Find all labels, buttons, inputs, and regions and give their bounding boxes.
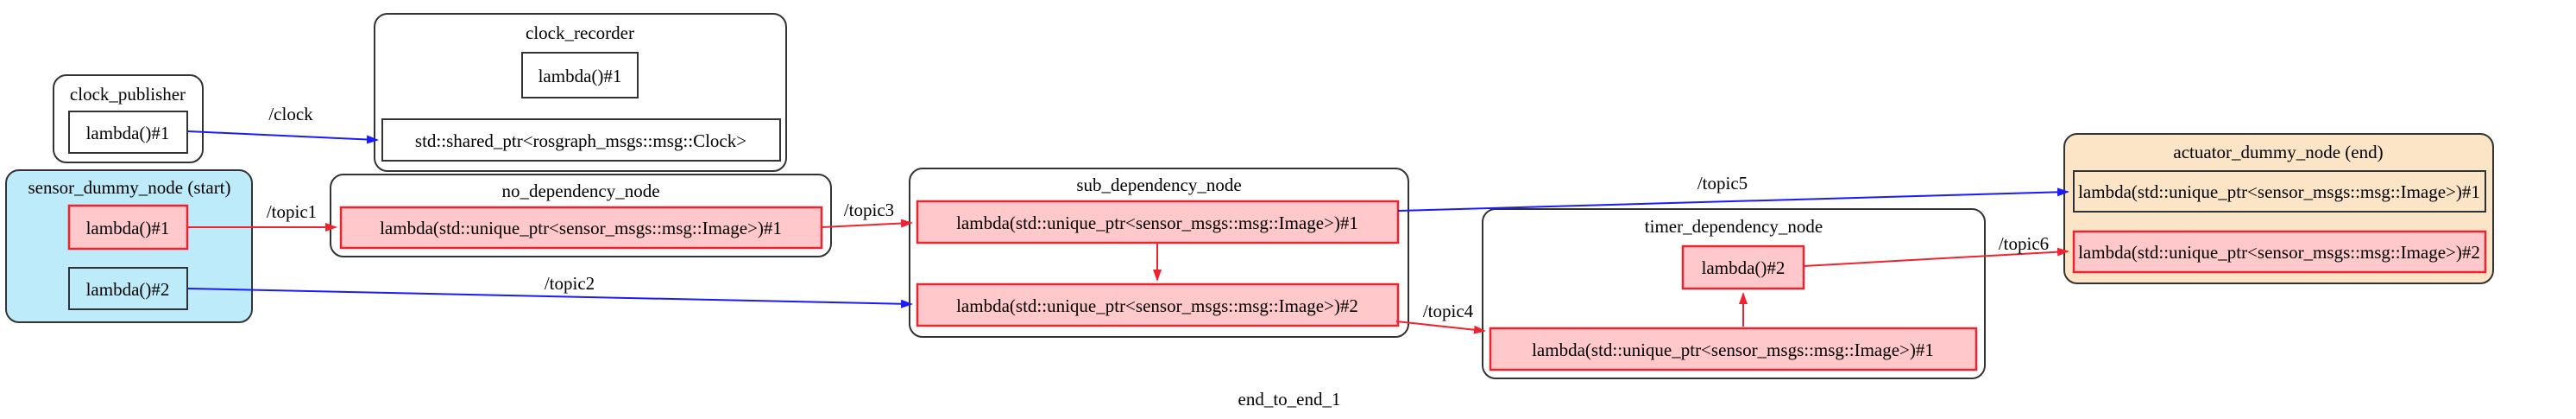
node-no-dependency-node-title: no_dependency_node [501, 181, 659, 201]
callback-label: lambda()#1 [86, 123, 170, 143]
node-sub-dependency-node-title: sub_dependency_node [1076, 175, 1241, 195]
edge-clock: /clock [187, 104, 379, 144]
callback-label: lambda()#1 [539, 66, 622, 86]
edge-topic6-label: /topic6 [1999, 233, 2049, 254]
edge-topic2: /topic2 [187, 273, 913, 308]
edge-topic5-label: /topic5 [1697, 173, 1748, 194]
callback-label: lambda(std::unique_ptr<sensor_msgs::msg:… [380, 218, 782, 238]
callback-box-highlighted [916, 283, 1400, 327]
callback-box [68, 111, 188, 154]
callback-box [68, 267, 188, 310]
edge-topic3-label: /topic3 [844, 200, 894, 220]
edge-clock-line [187, 130, 379, 144]
callback-box [521, 52, 639, 98]
edge-clock-label: /clock [268, 104, 313, 124]
edge-topic2-label: /topic2 [545, 273, 595, 294]
node-clock-recorder: clock_recorder lambda()#1 std::shared_pt… [374, 13, 787, 172]
node-actuator-dummy-node-title: actuator_dummy_node (end) [2173, 142, 2383, 162]
edge-topic5: /topic5 [1397, 173, 2069, 212]
callback-label: lambda(std::unique_ptr<sensor_msgs::msg:… [2078, 242, 2480, 263]
callback-box-highlighted [1681, 244, 1805, 290]
edge-topic3-line [821, 219, 913, 228]
callback-label: lambda()#2 [86, 279, 170, 300]
buffer-label: std::shared_ptr<rosgraph_msgs::msg::Cloc… [415, 130, 746, 151]
callback-box-highlighted [339, 206, 823, 250]
callback-label: lambda(std::unique_ptr<sensor_msgs::msg:… [956, 213, 1358, 233]
node-sub-dependency-node: sub_dependency_node lambda(std::unique_p… [909, 168, 1409, 338]
node-clock-publisher: clock_publisher lambda()#1 [53, 74, 204, 163]
edge-topic5-line [1397, 187, 2069, 212]
node-sensor-dummy-node: sensor_dummy_node (start) lambda()#1 lam… [5, 169, 253, 323]
callback-label: lambda()#2 [1702, 257, 1786, 278]
node-clock-recorder-title: clock_recorder [526, 22, 634, 43]
node-sensor-dummy-node-title: sensor_dummy_node (start) [28, 177, 230, 198]
edge-topic6-line [1803, 247, 2069, 267]
node-timer-dependency-node-title: timer_dependency_node [1645, 216, 1823, 237]
edge-topic4: /topic4 [1395, 301, 1486, 334]
node-clock-publisher-title: clock_publisher [70, 84, 186, 105]
edge-topic1: /topic1 [188, 201, 337, 232]
callback-label: lambda(std::unique_ptr<sensor_msgs::msg:… [1532, 340, 1934, 360]
callback-box-highlighted [916, 200, 1400, 244]
callback-label: lambda(std::unique_ptr<sensor_msgs::msg:… [2078, 181, 2480, 202]
edge-topic6: /topic6 [1803, 233, 2069, 267]
callback-label: lambda(std::unique_ptr<sensor_msgs::msg:… [956, 295, 1358, 316]
callback-box-highlighted [2072, 230, 2487, 274]
edge-topic4-label: /topic4 [1423, 301, 1474, 321]
graph-title: end_to_end_1 [1238, 389, 1341, 409]
node-actuator-dummy-node: actuator_dummy_node (end) lambda(std::un… [2063, 133, 2494, 284]
node-no-dependency-node: no_dependency_node lambda(std::unique_pt… [330, 174, 832, 257]
buffer-box [381, 118, 781, 162]
node-timer-dependency-node: timer_dependency_node lambda()#2 lambda(… [1482, 208, 1986, 379]
callback-box-highlighted [1489, 327, 1978, 371]
callback-box-highlighted [67, 204, 189, 251]
edge-topic4-line [1395, 321, 1486, 334]
callback-label: lambda()#1 [86, 218, 170, 238]
edge-topic2-line [187, 288, 913, 308]
edge-topic1-label: /topic1 [267, 201, 317, 222]
callback-box [2073, 170, 2486, 213]
edge-topic3: /topic3 [821, 200, 913, 228]
